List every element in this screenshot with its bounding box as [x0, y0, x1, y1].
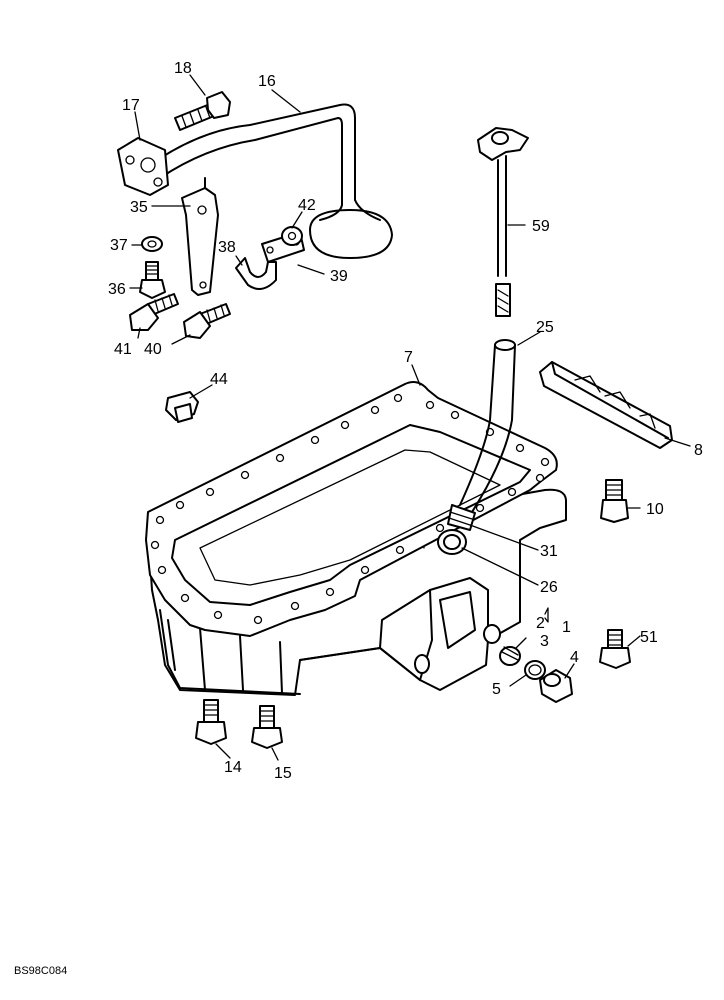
callout-59: 59	[532, 218, 550, 235]
callout-42: 42	[298, 197, 316, 214]
callout-31: 31	[540, 543, 558, 560]
diagram-code: BS98C084	[14, 965, 67, 977]
callout-17: 17	[122, 97, 140, 114]
callout-7: 7	[404, 349, 413, 366]
callout-39: 39	[330, 268, 348, 285]
callout-10: 10	[646, 501, 664, 518]
plug-44	[165, 391, 199, 423]
callout-5: 5	[492, 681, 501, 698]
bolt-40	[183, 303, 231, 339]
bracket-35	[181, 177, 219, 296]
dipstick-59	[477, 127, 529, 317]
callout-16: 16	[258, 73, 276, 90]
leader-lines	[129, 74, 691, 761]
gasket	[145, 381, 558, 637]
callout-26: 26	[540, 579, 558, 596]
nut-42	[281, 226, 303, 246]
bolt-36	[139, 261, 166, 299]
callout-15: 15	[274, 765, 292, 782]
callout-14: 14	[224, 759, 242, 776]
callout-38: 38	[218, 239, 236, 256]
callout-41: 41	[114, 341, 132, 358]
dipstick-guide-tube-25	[459, 339, 516, 513]
tube-nut-26	[437, 529, 467, 555]
callout-18: 18	[174, 60, 192, 77]
callout-2: 2	[536, 615, 545, 632]
bolt-51	[599, 629, 631, 669]
baffle-plate-8	[539, 361, 673, 449]
callout-37: 37	[110, 237, 128, 254]
bolt-10	[600, 479, 629, 523]
drain-plug-4	[539, 669, 573, 703]
tube-fitting-31	[447, 504, 476, 531]
callout-51: 51	[640, 629, 658, 646]
bolt-41	[129, 293, 179, 331]
callout-25: 25	[536, 319, 554, 336]
clamp-38	[235, 257, 277, 290]
bolt-18	[174, 91, 231, 131]
washer-37	[141, 236, 163, 252]
oil-strainer-pipe	[117, 103, 393, 259]
callout-35: 35	[130, 199, 148, 216]
fitting-3	[499, 646, 521, 666]
callout-1: 1	[562, 619, 571, 636]
o-ring-5	[524, 660, 546, 680]
callout-44: 44	[210, 371, 228, 388]
callout-3: 3	[540, 633, 549, 650]
callout-8: 8	[694, 442, 703, 459]
callout-4: 4	[570, 649, 579, 666]
callout-40: 40	[144, 341, 162, 358]
bolt-14	[195, 699, 227, 745]
bolt-15	[251, 705, 283, 749]
callout-36: 36	[108, 281, 126, 298]
callout-labels: 18 17 16 35 37 36 41 40 38 39 42 44 59 2…	[14, 60, 703, 977]
